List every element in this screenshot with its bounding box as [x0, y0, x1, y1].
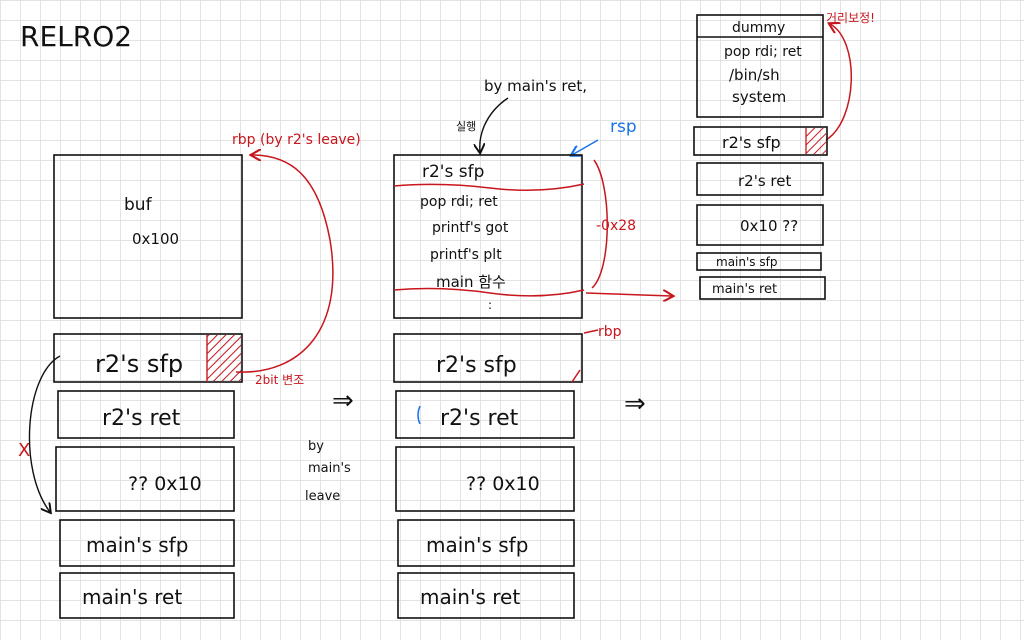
mid-r2-sfp-label: r2's sfp [436, 353, 517, 378]
mid-r2-sfp-box [393, 333, 583, 383]
note-mains: main's [308, 461, 351, 476]
note-by: by [308, 439, 324, 454]
right-stack: dummy pop rdi; ret /bin/sh system 거리보정! … [693, 11, 875, 300]
right-r2-ret-box [696, 162, 824, 196]
transition-arrow-1: ⇒ [332, 386, 354, 416]
overwritten-bytes-hatch [207, 335, 241, 381]
note-x: X [18, 440, 30, 461]
main-ret-label: main's ret [82, 585, 182, 609]
mid-unknown-label: ?? 0x10 [466, 473, 540, 495]
dummy-label: dummy [732, 20, 785, 36]
mid-main-sfp-label: main's sfp [426, 533, 528, 557]
rbp-pointer [583, 329, 599, 334]
unknown-label: ?? 0x10 [128, 473, 202, 495]
note-by-main-ret: by main's ret, [484, 77, 587, 95]
right-pop-rdi: pop rdi; ret [724, 44, 802, 60]
move-to-right-arrow [585, 293, 672, 296]
mid-r2-ret-label: r2's ret [440, 406, 519, 431]
mid-row-printf-got: printf's got [432, 220, 509, 236]
mid-row-printf-plt: printf's plt [430, 247, 502, 263]
right-binsh: /bin/sh [729, 66, 780, 84]
right-r2-sfp-box [693, 126, 828, 156]
main-sfp-label: main's sfp [86, 533, 188, 557]
buf-label: buf [124, 195, 153, 215]
mid-main-sfp-box [397, 519, 575, 567]
note-leave: leave [305, 489, 340, 504]
left-stack: buf 0x100 r2's sfp r2's ret ?? 0x10 main… [18, 132, 361, 619]
offset-label: -0x28 [596, 218, 636, 234]
mid-r2-ret-box [395, 390, 575, 439]
r2-ret-label: r2's ret [102, 406, 181, 431]
main-ret-box [59, 572, 235, 619]
buf-box [53, 154, 243, 319]
right-r2-sfp-label: r2's sfp [722, 133, 781, 152]
mid-main-ret-box [397, 572, 575, 619]
payload-box [393, 154, 583, 319]
mid-main-ret-label: main's ret [420, 585, 520, 609]
rbp-move-arrow [235, 155, 334, 373]
mid-row-more: : [488, 298, 492, 312]
rsp-label: rsp [610, 117, 637, 137]
dummy-curve [825, 24, 853, 141]
rop-bottom-wavy [393, 287, 585, 297]
right-unknown-label: 0x10 ?? [740, 217, 798, 235]
offset-brace [591, 159, 608, 289]
right-main-sfp-box [696, 252, 822, 271]
right-main-ret-label: main's ret [712, 282, 777, 297]
buf-size: 0x100 [132, 230, 179, 248]
mid-row-r2-sfp: r2's sfp [422, 162, 484, 182]
right-system: system [732, 88, 786, 106]
transition-arrow-2: ⇒ [624, 389, 646, 419]
note-overwrite: 2bit 변조 [255, 373, 304, 387]
mid-row-pop-rdi: pop rdi; ret [420, 194, 498, 210]
page-title: RELRO2 [20, 20, 132, 53]
note-rbp-by-leave: rbp (by r2's leave) [232, 132, 361, 148]
right-main-sfp-label: main's sfp [716, 255, 777, 269]
right-r2-ret-label: r2's ret [738, 172, 791, 190]
r2-sfp-label: r2's sfp [95, 350, 183, 378]
rop-top-wavy [393, 183, 585, 191]
right-sfp-hatch [806, 128, 826, 154]
mid-row-main: main 함수 [436, 273, 506, 291]
r2-ret-box [57, 390, 235, 439]
r2-sfp-box [53, 333, 243, 383]
right-unknown-box [696, 204, 824, 246]
middle-stack: by main's ret, 실행 rsp r2's sfp pop rdi; … [393, 77, 672, 619]
rbp-label: rbp [598, 324, 622, 340]
exec-arrow [480, 97, 509, 152]
main-sfp-box [59, 519, 235, 567]
right-main-ret-box [699, 276, 826, 300]
unknown-box [55, 446, 235, 512]
mid-unknown-box [395, 446, 575, 512]
rsp-arrow [572, 139, 599, 155]
note-executed: 실행 [456, 120, 476, 133]
mid-ret-blue-mark [417, 405, 421, 425]
right-payload-box [696, 14, 824, 118]
skip-arrow [28, 355, 61, 512]
mid-sfp-tick [571, 369, 581, 383]
dummy-note: 거리보정! [826, 11, 875, 25]
